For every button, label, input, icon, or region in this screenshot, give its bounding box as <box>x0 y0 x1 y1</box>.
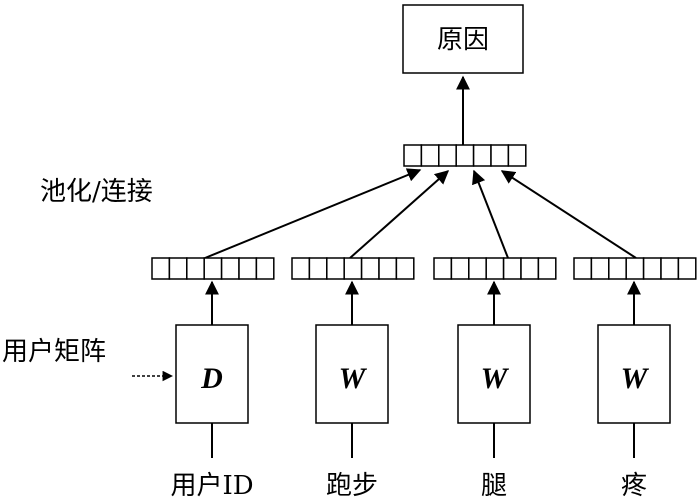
column-vector-4-cell <box>677 257 697 280</box>
column-vector-3-cell <box>433 257 453 280</box>
column-vector-4-cell <box>642 257 662 280</box>
input-label-4: 疼 <box>621 471 647 501</box>
embedding-symbol-4: W <box>621 362 650 395</box>
embedding-symbol-3: W <box>481 362 510 395</box>
pooled-vector-cell <box>507 144 527 167</box>
output-node: 原因 <box>402 4 524 74</box>
embedding-box-3: W <box>457 324 531 424</box>
column-vector-2-cell <box>291 257 311 280</box>
column-vector-1-cell <box>203 257 223 280</box>
embedding-box-1: D <box>175 324 249 424</box>
embedding-box-2: W <box>315 324 389 424</box>
column-vector-3-cell <box>520 257 540 280</box>
column-vector-2-cell <box>360 257 380 280</box>
embedding-box-4: W <box>597 324 671 424</box>
column-vector-4-cell <box>573 257 593 280</box>
pooled-vector-cell <box>438 144 457 167</box>
column-vector-4-cell <box>660 257 680 280</box>
column-vector-2 <box>291 257 415 280</box>
pooled-vector-cell <box>472 144 492 167</box>
pooled-vector-cell <box>403 144 423 167</box>
column-vector-1-cell <box>238 257 258 280</box>
column-vector-1-cell <box>255 257 275 280</box>
column-vector-3-cell <box>502 257 522 280</box>
pooling-label: 池化/连接 <box>40 177 153 207</box>
input-label-3: 腿 <box>481 471 507 501</box>
column-vector-2-cell <box>395 257 415 280</box>
column-vector-1-cell <box>168 257 188 280</box>
edge-col-2-to-pooled <box>349 170 450 259</box>
embedding-symbol-2: W <box>339 362 368 395</box>
column-vector-2-cell <box>326 257 345 280</box>
column-vector-3-cell <box>468 257 487 280</box>
input-label-2: 跑步 <box>326 471 378 501</box>
pooled-vector-cell <box>490 144 510 167</box>
edge-col-4-to-pooled <box>500 170 637 259</box>
column-vector-1-cell <box>186 257 205 280</box>
column-vector-1-cell <box>220 257 240 280</box>
column-vector-3 <box>433 257 557 280</box>
pooled-vector-cell <box>455 144 475 167</box>
column-vector-4 <box>573 257 697 280</box>
output-label: 原因 <box>437 25 489 55</box>
column-vector-3-cell <box>537 257 557 280</box>
column-vector-2-cell <box>343 257 363 280</box>
embedding-symbol-1: D <box>200 362 223 395</box>
matrix-label: 用户矩阵 <box>2 337 106 367</box>
edge-col-3-to-pooled <box>472 169 509 259</box>
edge-col-1-to-pooled <box>204 168 422 259</box>
column-vector-2-cell <box>308 257 328 280</box>
column-vector-1 <box>151 257 275 280</box>
pooled-vector <box>403 144 527 167</box>
input-label-1: 用户ID <box>170 471 253 501</box>
column-vector-3-cell <box>450 257 470 280</box>
pooled-vector-cell <box>420 144 440 167</box>
column-vector-4-cell <box>625 257 645 280</box>
column-vector-4-cell <box>608 257 627 280</box>
column-vector-3-cell <box>485 257 505 280</box>
column-vector-4-cell <box>590 257 610 280</box>
column-vector-1-cell <box>151 257 171 280</box>
column-vector-2-cell <box>378 257 398 280</box>
